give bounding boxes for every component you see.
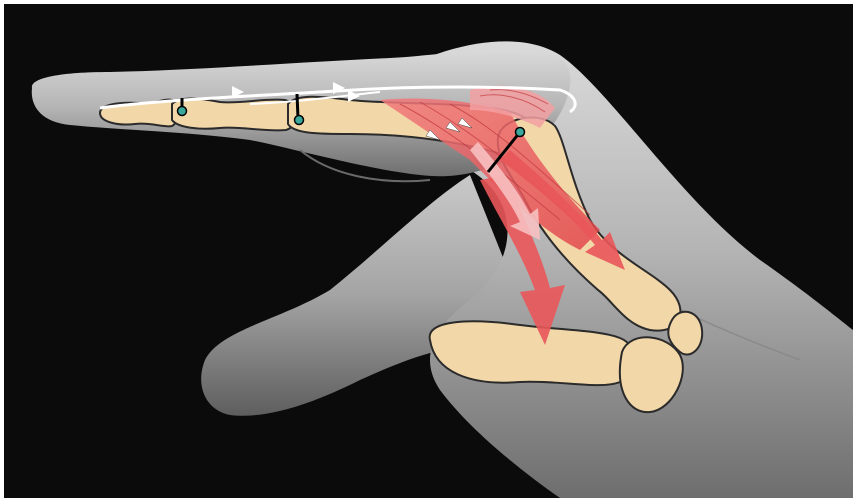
- joint-axis-icon: [516, 128, 525, 137]
- joint-axis-icon: [295, 116, 304, 125]
- joint-axis-icon: [178, 107, 187, 116]
- moment-arm-line: [297, 94, 298, 118]
